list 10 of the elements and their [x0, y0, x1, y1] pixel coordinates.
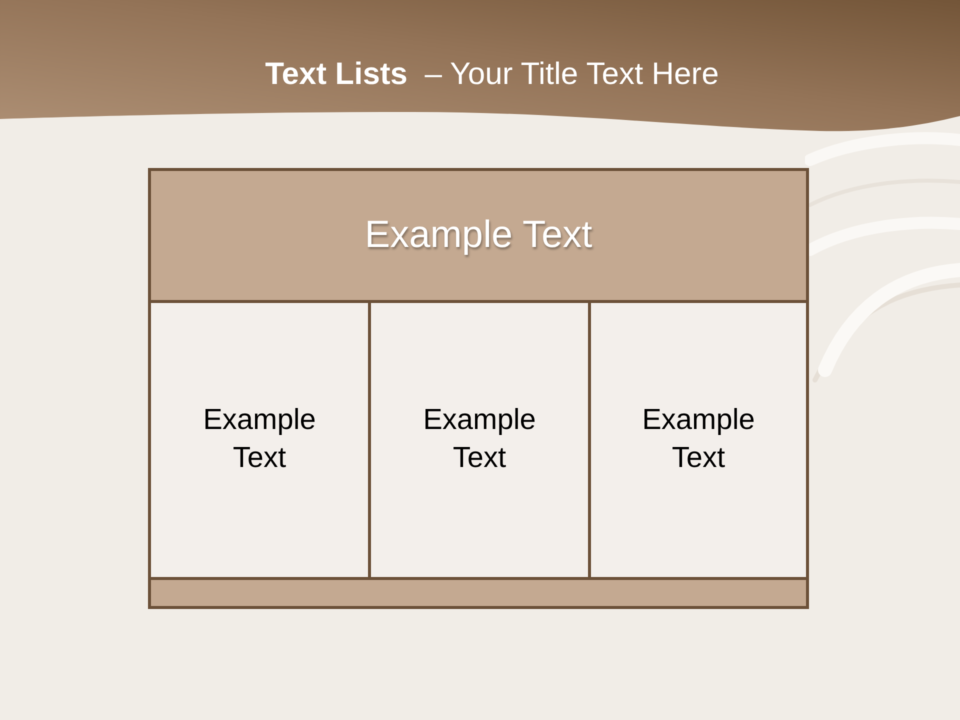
box-label: Example Text [641, 403, 756, 476]
content-box [368, 300, 591, 580]
box-label: Example Text [202, 403, 317, 476]
footer-bar [148, 577, 809, 609]
box-label: Example Text [422, 403, 537, 476]
box-label: Example Text [364, 213, 592, 258]
content-box [588, 300, 809, 580]
content-box [148, 300, 371, 580]
slide-title: Text Lists – Your Title Text Here [264, 55, 720, 93]
header-box [148, 168, 809, 303]
